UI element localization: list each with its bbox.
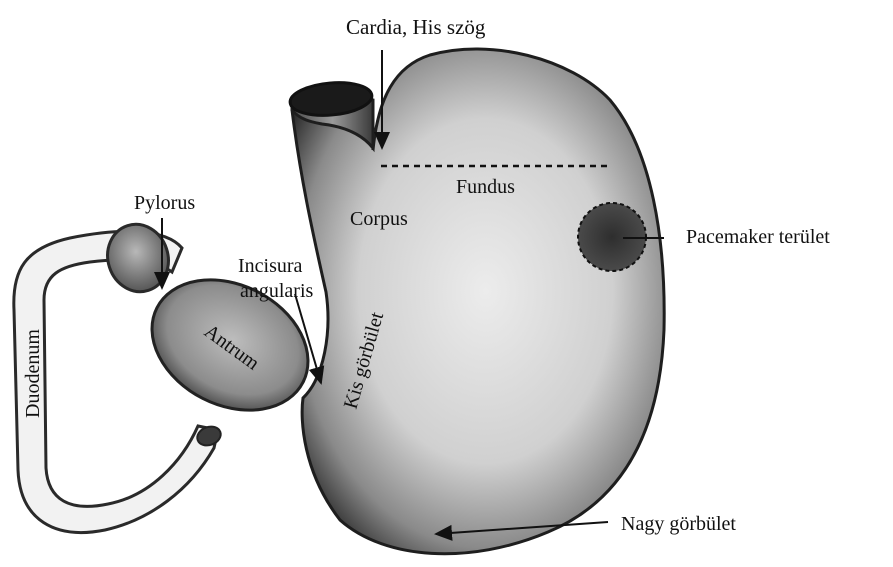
pylorus-bulb	[99, 216, 177, 299]
label-duodenum: Duodenum	[22, 329, 44, 418]
label-pacemaker: Pacemaker terület	[686, 226, 830, 248]
label-incisura-line2: angularis	[240, 280, 314, 302]
label-pylorus: Pylorus	[134, 192, 195, 214]
label-corpus: Corpus	[350, 208, 408, 230]
label-cardia: Cardia, His szög	[346, 15, 486, 39]
label-nagy-gorbulet: Nagy görbület	[621, 513, 736, 535]
label-fundus: Fundus	[456, 176, 515, 198]
label-incisura-line1: Incisura	[238, 255, 303, 277]
